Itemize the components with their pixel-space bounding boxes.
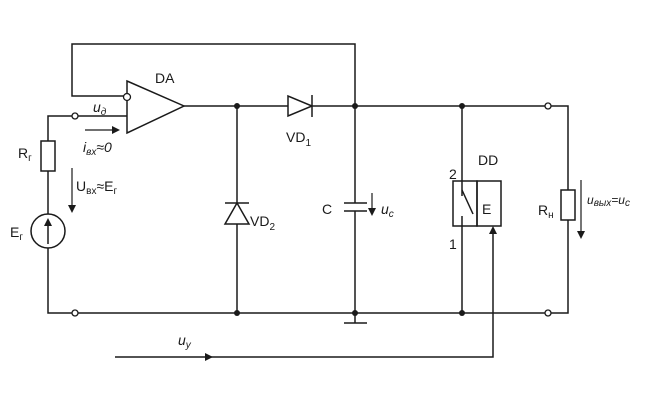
junction-switch-top (459, 103, 465, 109)
diode-vd1 (287, 94, 314, 118)
opamp-inverting-input (122, 92, 132, 102)
source-resistor (40, 140, 56, 172)
control-wire (115, 234, 494, 358)
uin-label: Uвх≈Eг (76, 178, 117, 197)
feedback-wire (71, 43, 356, 106)
junction-cap-top (352, 103, 358, 109)
vd1-label: VD1 (286, 129, 311, 149)
output-wire-right (551, 105, 569, 190)
junction-switch-bottom (459, 310, 465, 316)
switch-pin-1: 1 (449, 236, 457, 252)
uy-arrow-head (205, 353, 213, 361)
source-label: Eг (10, 224, 23, 243)
uc-label: uc (381, 201, 394, 220)
switch-pin-2: 2 (449, 166, 457, 182)
capacitor-label: C (322, 201, 332, 217)
junction-vd2-bottom (234, 310, 240, 316)
switch-contact (461, 189, 474, 215)
source-resistor-label: Rг (18, 145, 32, 164)
control-arrow-head (489, 226, 497, 234)
uout-arrow-head (577, 231, 585, 239)
vd2-label: VD2 (250, 213, 275, 233)
source-top-wire (47, 115, 72, 141)
ground-terminal-left (71, 309, 79, 317)
enable-label: E (482, 201, 491, 217)
uy-label: uy (178, 332, 192, 351)
iin-arrow-head (112, 126, 120, 134)
uout-label: uвых=uc (587, 193, 630, 209)
uc-arrow-head (368, 208, 376, 216)
source-arrow-head (44, 218, 52, 226)
load-resistor (560, 189, 576, 221)
ud-label: uд (93, 99, 107, 118)
opamp-label: DA (155, 70, 175, 86)
junction-cap-bottom (352, 310, 358, 316)
output-terminal-top (544, 102, 552, 110)
input-terminal (71, 112, 79, 120)
switch-block (452, 180, 478, 227)
junction-vd2-top (234, 103, 240, 109)
iin-label: iвх≈0 (83, 139, 112, 158)
diode-vd2 (223, 201, 251, 225)
enable-block (476, 180, 502, 227)
load-resistor-label: Rн (538, 202, 554, 221)
switch-label: DD (478, 152, 498, 168)
source-bottom-wire (47, 248, 72, 314)
output-terminal-bottom (544, 309, 552, 317)
uin-arrow-head (68, 205, 76, 213)
ground-rail-right (551, 250, 569, 314)
opamp-triangle (126, 79, 186, 135)
